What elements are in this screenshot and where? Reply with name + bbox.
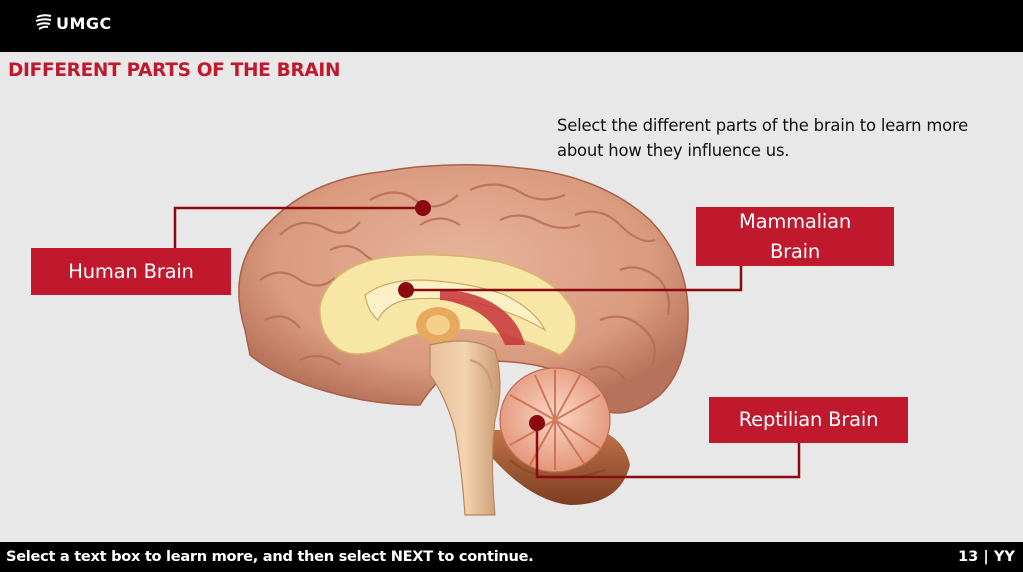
page-number: 13 | YY xyxy=(958,548,1015,565)
footer-bar: Select a text box to learn more, and the… xyxy=(0,542,1023,572)
page-suffix: YY xyxy=(993,548,1015,565)
human-connector xyxy=(173,206,423,248)
page-separator: | xyxy=(983,548,989,565)
mammalian-brain-label-line2: Brain xyxy=(769,239,821,263)
reptile-connector xyxy=(535,423,801,479)
human-marker xyxy=(415,200,431,216)
umgc-logo: UMGC xyxy=(34,12,112,34)
fornix xyxy=(440,290,525,345)
mammalian-brain-label-line1: Mammalian xyxy=(738,209,852,233)
brainstem xyxy=(429,340,501,516)
reptile-marker xyxy=(529,415,545,431)
human-brain-label: Human Brain xyxy=(68,259,194,283)
reptilian-brain-label: Reptilian Brain xyxy=(738,408,879,431)
mammal-marker xyxy=(398,282,414,298)
reptilian-brain-button[interactable]: Reptilian Brain xyxy=(709,397,908,443)
umgc-swoosh-icon xyxy=(35,14,52,30)
mammalian-brain-button[interactable]: Mammalian Brain xyxy=(696,207,894,266)
human-brain-button[interactable]: Human Brain xyxy=(31,248,231,295)
footer-instructions: Select a text box to learn more, and the… xyxy=(6,548,534,565)
page-title: DIFFERENT PARTS OF THE BRAIN xyxy=(8,60,341,81)
page-number-value: 13 xyxy=(958,548,979,565)
instructions-text: Select the different parts of the brain … xyxy=(557,116,969,160)
top-bar: UMGC xyxy=(0,0,1023,52)
logo-text: UMGC xyxy=(56,13,112,33)
